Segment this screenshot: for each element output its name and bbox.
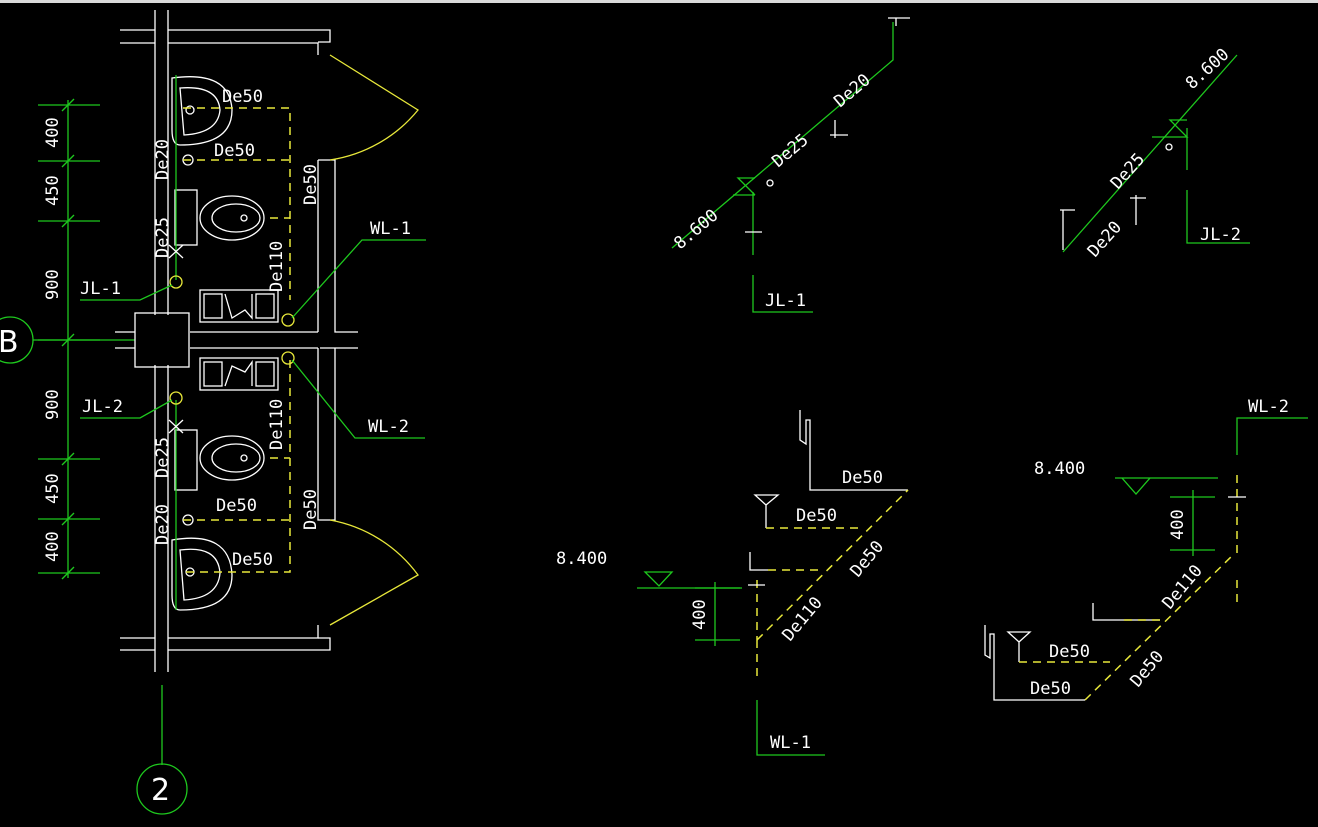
label-de110-top: De110 xyxy=(267,241,287,292)
urinal-bottom xyxy=(199,357,279,391)
wl1-label-de110: De110 xyxy=(779,593,827,645)
wash-basin-bottom xyxy=(171,537,233,611)
label-de50-basin-top: De50 xyxy=(222,87,263,107)
grid-label-2: 2 xyxy=(151,773,170,808)
dim-400-top: 400 xyxy=(43,117,63,148)
wl2-riser xyxy=(281,351,295,365)
jl1-label-de20: De20 xyxy=(830,70,874,112)
label-de20-bottom: De20 xyxy=(153,504,173,545)
label-de50-drain-top: De50 xyxy=(214,141,255,161)
floor-plan: B 2 400 450 900 900 450 400 xyxy=(0,10,426,815)
label-de20-top: De20 xyxy=(153,139,173,180)
label-de50-drain-bottom: De50 xyxy=(216,496,257,516)
wl1-elevation: 8.400 xyxy=(556,549,607,569)
grid-bubble-2 xyxy=(136,763,188,815)
wl2-label-de50-mid: De50 xyxy=(1049,642,1090,662)
dim-450-top: 450 xyxy=(43,175,63,206)
jl1-tag: JL-1 xyxy=(765,291,806,311)
wl2-label-de50-bottom: De50 xyxy=(1030,679,1071,699)
jl2-isometric-diagram: 8.600 De25 De20 JL-2 xyxy=(1060,45,1250,262)
toilet-top xyxy=(174,189,265,246)
jl2-riser xyxy=(169,391,183,405)
jl2-label-de20: De20 xyxy=(1084,218,1126,262)
wl2-isometric-diagram: 8.400 400 De110 De50 De50 De50 WL-2 xyxy=(984,397,1308,701)
wl1-label-de50-top: De50 xyxy=(842,468,883,488)
door-bottom xyxy=(329,519,419,626)
dim-450-bottom: 450 xyxy=(43,473,63,504)
urinal-top xyxy=(199,289,279,323)
wl1-label-de50-mid: De50 xyxy=(796,506,837,526)
dim-400-bottom: 400 xyxy=(43,531,63,562)
jl1-riser xyxy=(169,275,183,289)
label-jl2-plan: JL-2 xyxy=(82,397,123,417)
label-wl2-plan: WL-2 xyxy=(368,417,409,437)
grid-label-b: B xyxy=(0,325,19,360)
jl2-tag: JL-2 xyxy=(1200,225,1241,245)
shaft-box xyxy=(134,312,190,368)
label-jl1-plan: JL-1 xyxy=(80,279,121,299)
jl1-isometric-diagram: 8.600 De20 De25 JL-1 xyxy=(670,17,910,313)
window-top-edge xyxy=(0,0,1318,3)
label-de50-basin-bottom: De50 xyxy=(232,550,273,570)
wl1-dim-400: 400 xyxy=(690,599,710,630)
label-de50-vertical-top: De50 xyxy=(301,164,321,205)
wl1-isometric-diagram: 8.400 400 De50 De50 De50 De110 WL-1 xyxy=(556,410,909,756)
label-de50-vertical-bottom: De50 xyxy=(301,489,321,530)
label-de25-bottom: De25 xyxy=(153,437,173,478)
jl2-label-de25: De25 xyxy=(1107,150,1149,194)
jl1-label-de25: De25 xyxy=(768,130,812,172)
walls xyxy=(115,10,358,672)
toilet-bottom xyxy=(174,429,265,491)
wl2-label-de50-diag: De50 xyxy=(1127,647,1169,691)
wl1-label-de50-diag: De50 xyxy=(847,537,889,581)
jl2-elevation: 8.600 xyxy=(1182,45,1233,94)
wl1-tag: WL-1 xyxy=(770,733,811,753)
label-de110-bottom: De110 xyxy=(267,399,287,450)
wl2-elevation: 8.400 xyxy=(1034,459,1085,479)
wl1-riser xyxy=(281,313,295,327)
dim-900-bottom: 900 xyxy=(43,389,63,420)
wl2-dim-400: 400 xyxy=(1168,509,1188,540)
wash-basin-top xyxy=(171,76,233,146)
door-top xyxy=(329,54,419,161)
label-de25-top: De25 xyxy=(153,217,173,258)
label-wl1-plan: WL-1 xyxy=(370,219,411,239)
wl2-tag: WL-2 xyxy=(1248,397,1289,417)
jl1-elevation: 8.600 xyxy=(670,206,722,254)
dim-900-top: 900 xyxy=(43,269,63,300)
